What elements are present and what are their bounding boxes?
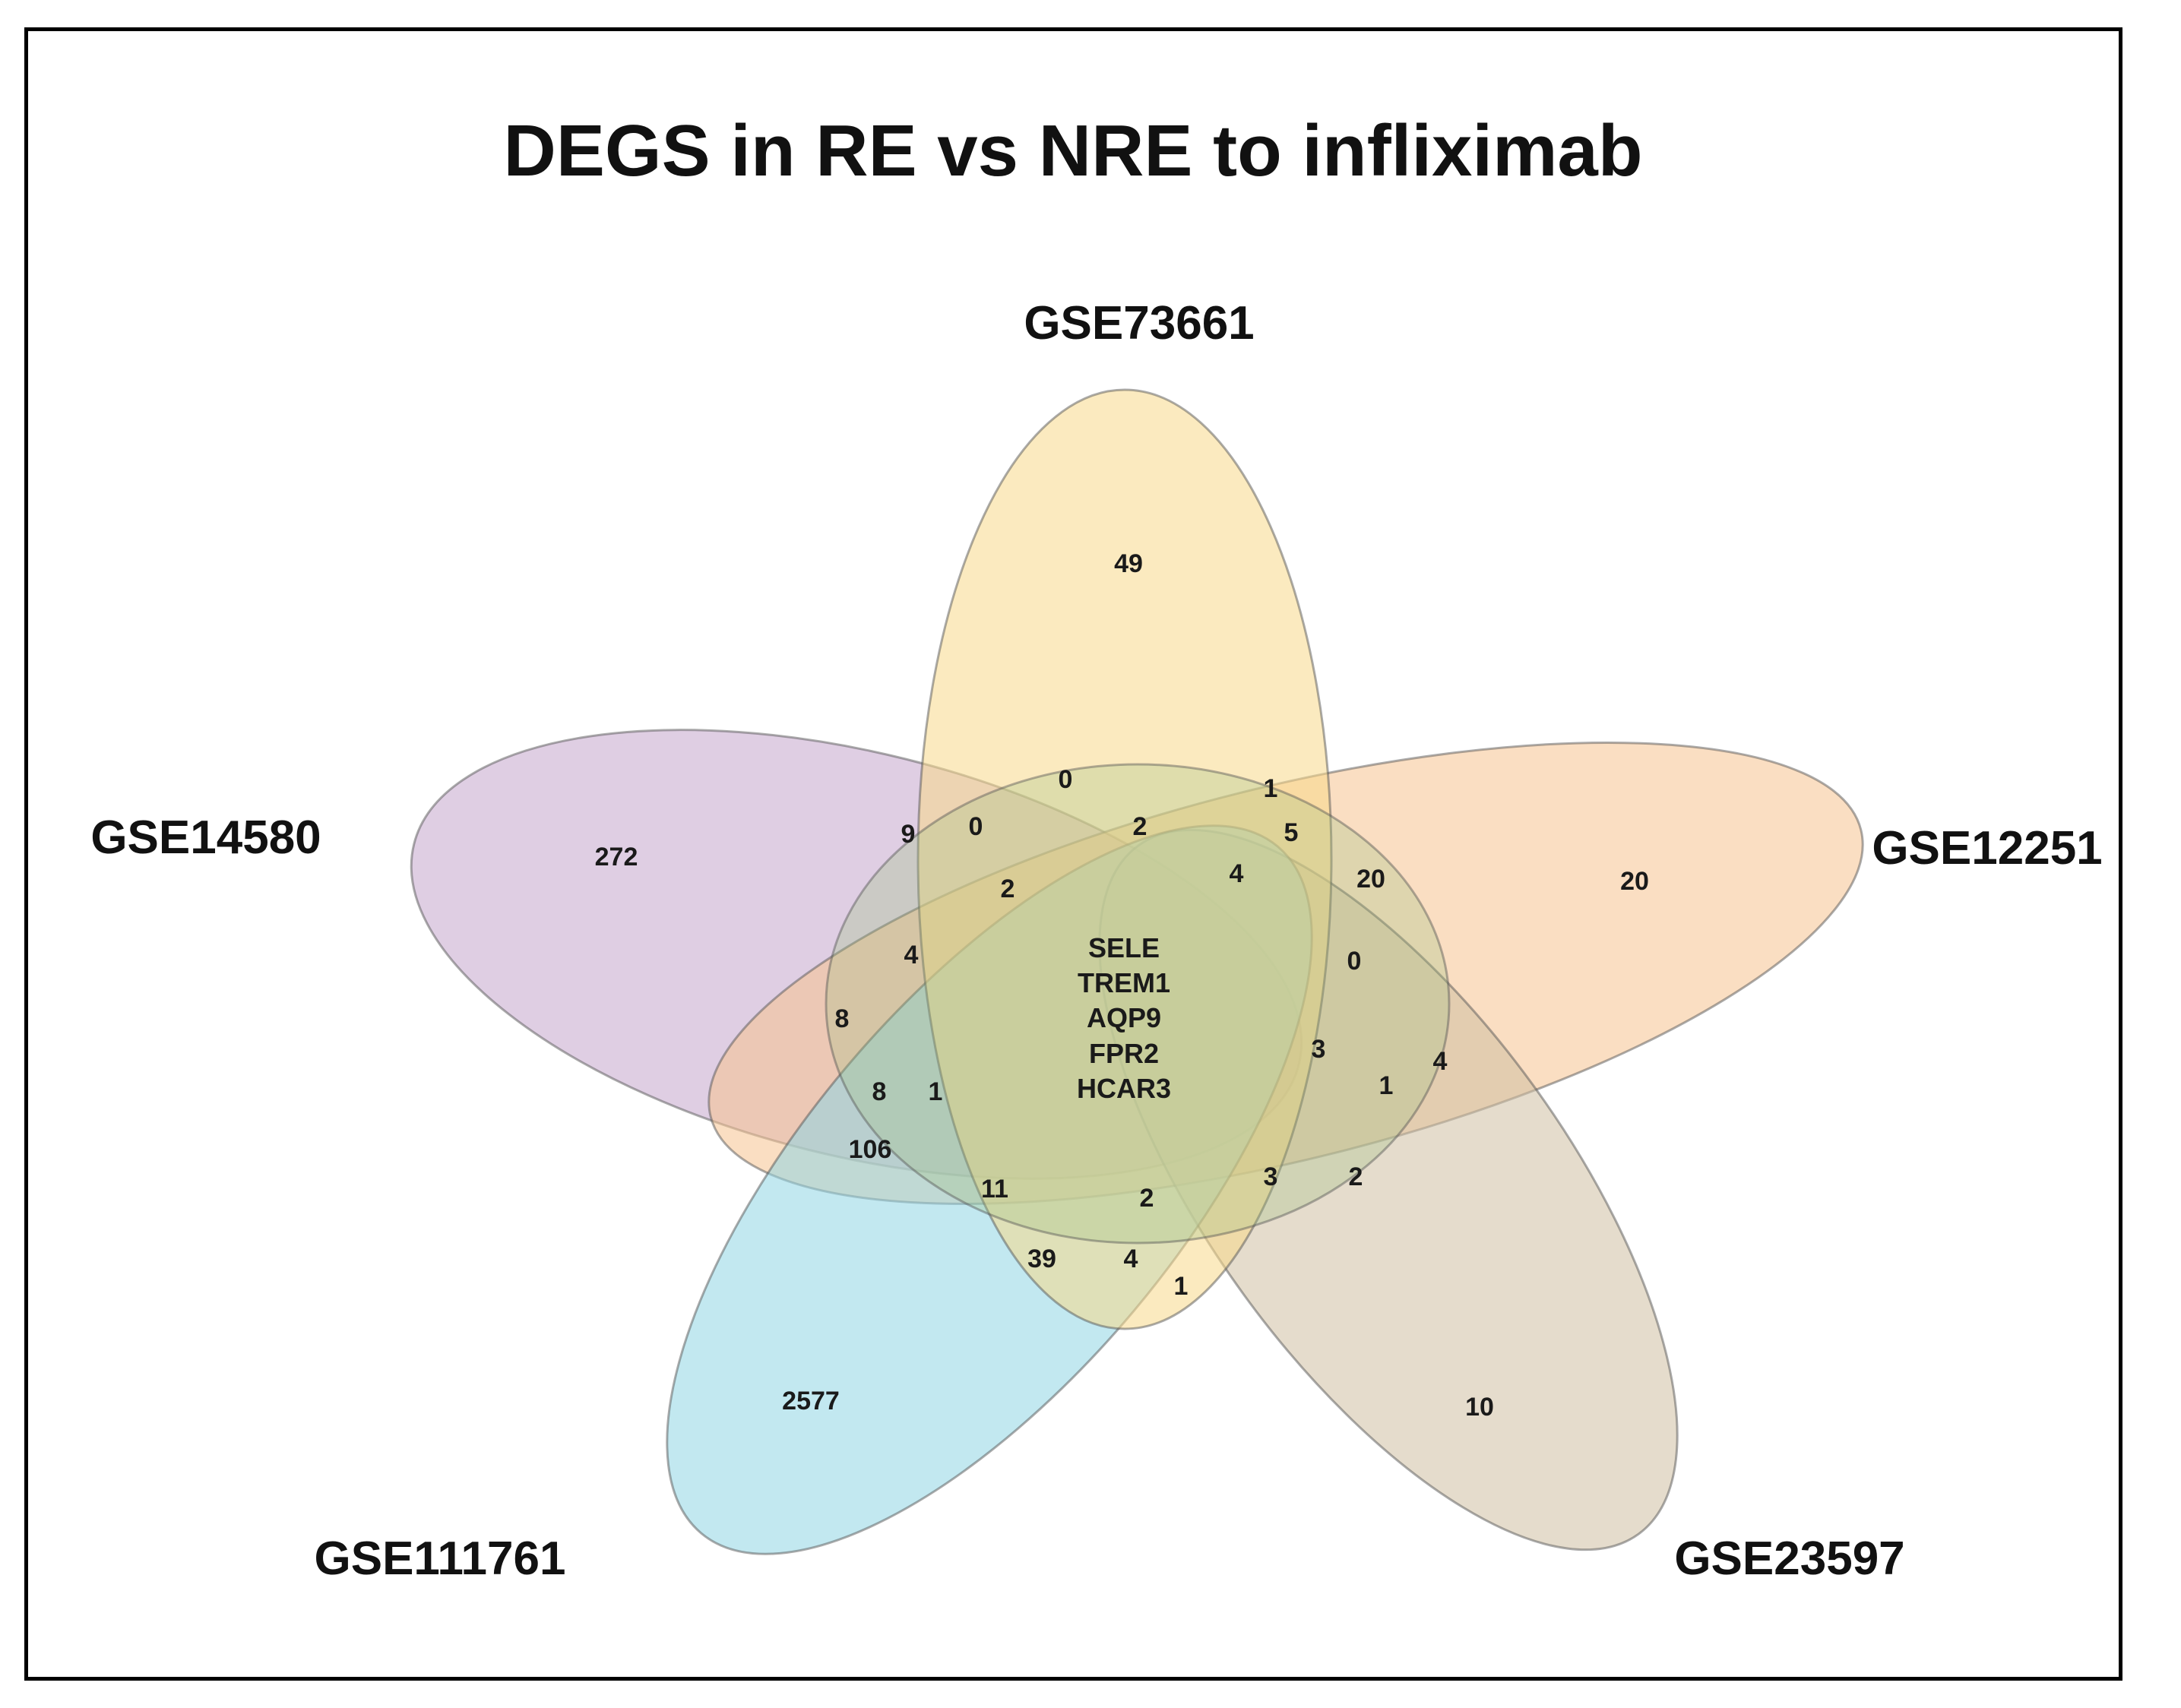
region-count: 20 (1356, 865, 1385, 894)
venn-diagram: DEGS in RE vs NRE to infliximab GSE73661… (90, 110, 2102, 1585)
region-count: 106 (849, 1135, 892, 1164)
region-count: 49 (1114, 549, 1143, 578)
region-count: 2577 (782, 1387, 840, 1415)
region-count: 8 (872, 1077, 887, 1106)
center-gene: TREM1 (1078, 967, 1170, 998)
region-counts: 49 272 20 2577 10 0 1 9 0 2 5 2 4 20 4 0… (595, 549, 1649, 1422)
set-label-gse12251: GSE12251 (1872, 822, 2102, 875)
region-count: 272 (595, 843, 638, 871)
center-gene: HCAR3 (1077, 1073, 1171, 1104)
region-count: 3 (1312, 1035, 1326, 1064)
center-gene: FPR2 (1089, 1038, 1159, 1069)
region-count: 2 (1140, 1184, 1154, 1213)
region-count: 3 (1264, 1162, 1278, 1191)
ellipse-inner-overlap (825, 763, 1451, 1245)
ellipse-gse73661-body (916, 388, 1333, 1330)
region-count: 20 (1620, 867, 1649, 896)
center-gene: SELE (1088, 932, 1160, 963)
region-count: 2 (1001, 875, 1015, 903)
figure-frame: DEGS in RE vs NRE to infliximab GSE73661… (24, 27, 2122, 1681)
region-count: 4 (1124, 1245, 1138, 1273)
set-label-gse23597: GSE23597 (1674, 1532, 1904, 1585)
set-labels: GSE73661 GSE12251 GSE23597 GSE111761 GSE… (90, 297, 2102, 1585)
region-count: 0 (1059, 765, 1073, 794)
region-count: 11 (981, 1175, 1008, 1204)
ellipses (410, 388, 1864, 1555)
region-count: 1 (929, 1077, 943, 1106)
center-gene: AQP9 (1087, 1002, 1161, 1033)
region-count: 4 (1433, 1047, 1448, 1076)
center-gene-list: SELE TREM1 AQP9 FPR2 HCAR3 (1077, 932, 1171, 1104)
region-count: 9 (901, 820, 916, 849)
set-label-gse73661: GSE73661 (1024, 297, 1254, 350)
region-count: 0 (969, 812, 983, 841)
region-count: 10 (1465, 1393, 1494, 1422)
set-label-gse14580: GSE14580 (90, 811, 321, 864)
region-count: 4 (1230, 859, 1244, 888)
region-count: 5 (1284, 818, 1299, 847)
region-count: 2 (1133, 812, 1147, 841)
region-count: 1 (1379, 1071, 1394, 1100)
region-count: 1 (1264, 774, 1278, 803)
set-label-gse111761: GSE111761 (315, 1532, 566, 1585)
chart-title: DEGS in RE vs NRE to infliximab (504, 110, 1643, 191)
region-count: 4 (904, 941, 919, 969)
region-count: 0 (1347, 947, 1362, 976)
region-count: 1 (1174, 1272, 1189, 1301)
region-count: 39 (1027, 1245, 1056, 1273)
region-count: 8 (835, 1004, 850, 1033)
region-count: 2 (1349, 1162, 1363, 1191)
